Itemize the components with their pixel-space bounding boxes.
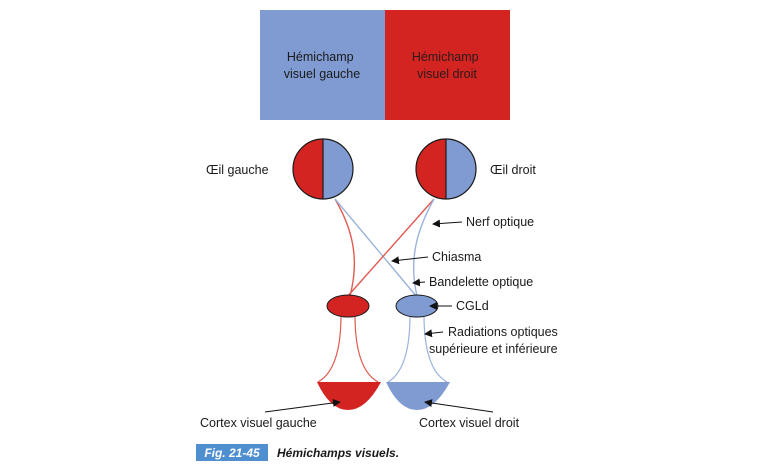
right-cortex-label: Cortex visuel droit: [419, 416, 520, 430]
left-cortex-arrow: [264, 398, 341, 413]
optic-tract-label: Bandelette optique: [429, 275, 533, 289]
right-eye-label: Œil droit: [490, 163, 536, 177]
left-lgn: [326, 294, 370, 318]
left-eye: [292, 138, 354, 200]
left-hemifield-label: Hémichamp visuel gauche: [284, 50, 360, 81]
figure-caption: Hémichamps visuels.: [277, 445, 400, 460]
optic-nerve-label: Nerf optique: [466, 215, 534, 229]
chiasma-label: Chiasma: [432, 250, 481, 264]
right-eye-red-crossed-fiber: [346, 198, 435, 298]
left-cortex-label: Cortex visuel gauche: [200, 416, 317, 430]
right-hemifield: [385, 10, 510, 120]
radiations-arrow: [424, 329, 444, 338]
radiations-label: Radiations optiques supérieure et inféri…: [429, 325, 561, 356]
left-hemifield: [260, 10, 385, 120]
chiasma-arrow: [391, 256, 429, 265]
right-visual-cortex: [386, 382, 450, 410]
left-optic-radiation: [317, 314, 379, 383]
optic-tract-arrow: [412, 278, 426, 287]
left-eye-red-uncrossed-fiber: [334, 198, 356, 297]
right-eye: [415, 138, 477, 200]
optic-nerve-arrow: [432, 219, 463, 228]
right-optic-radiation: [387, 314, 448, 383]
left-eye-blue-crossed-fiber: [334, 198, 418, 298]
left-eye-label: Œil gauche: [206, 163, 269, 177]
figure-number-badge: Fig. 21-45: [196, 444, 268, 461]
lgn-label: CGLd: [456, 299, 489, 313]
right-cortex-arrow: [424, 399, 494, 413]
left-visual-cortex: [317, 382, 381, 410]
right-hemifield-label: Hémichamp visuel droit: [412, 50, 482, 81]
